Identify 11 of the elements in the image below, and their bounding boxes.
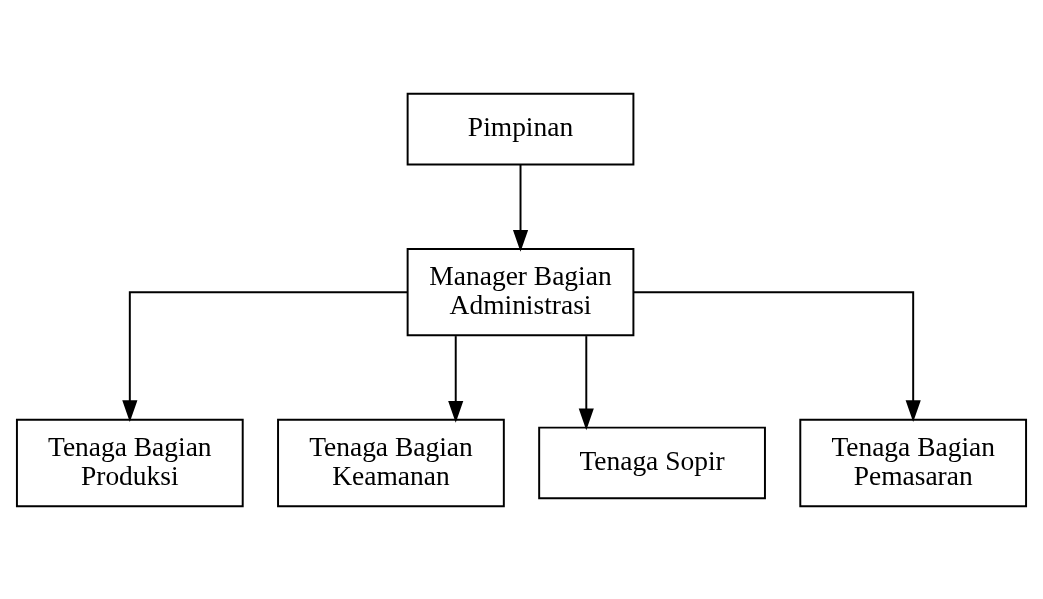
node-box: Manager Bagian Administrasi: [406, 247, 635, 336]
arrow: [578, 334, 594, 430]
arrow: [448, 334, 464, 423]
node-box: Pimpinan: [406, 92, 635, 165]
node-box: Tenaga Bagian Pemasaran: [799, 418, 1028, 507]
arrow: [122, 290, 409, 422]
node-box: Tenaga Sopir: [538, 426, 766, 499]
arrow: [512, 163, 529, 252]
node-box: Tenaga Bagian Keamanan: [277, 418, 505, 507]
arrow: [632, 290, 921, 422]
node-box: Tenaga Bagian Produksi: [15, 418, 244, 507]
